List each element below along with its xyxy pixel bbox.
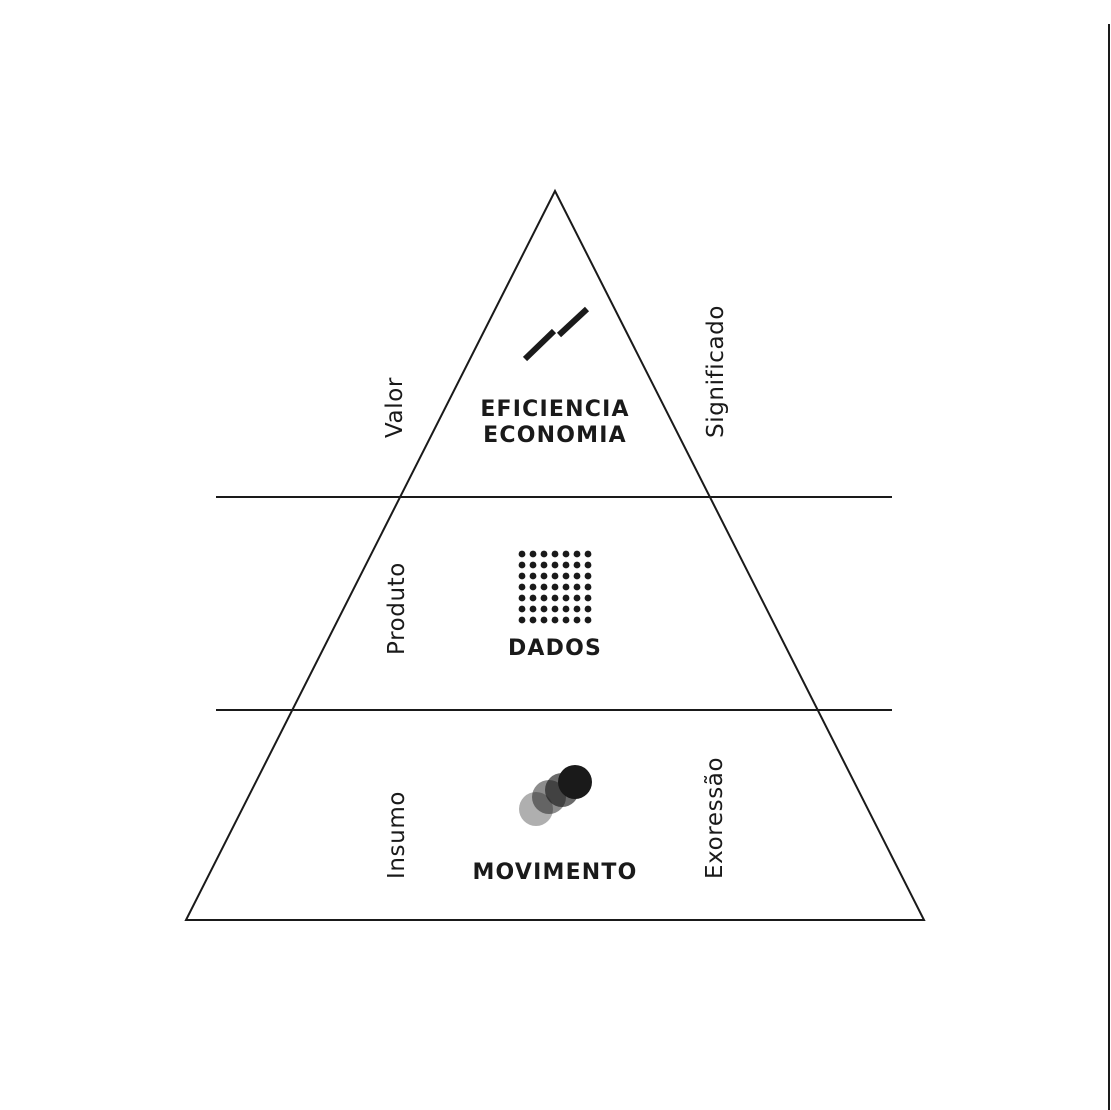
- dot-grid-dot: [518, 550, 526, 558]
- dot-grid-dot: [540, 594, 548, 602]
- dot-grid-dot: [584, 594, 592, 602]
- dot-grid-dot: [551, 572, 559, 580]
- tier-bottom-right-label: Exoressão: [702, 757, 728, 879]
- dot-grid-dot: [562, 572, 570, 580]
- dot-grid-dot: [573, 561, 581, 569]
- dot-grid-dot: [540, 572, 548, 580]
- rising-steps-icon: [522, 306, 590, 362]
- dot-grid-dot: [551, 561, 559, 569]
- dot-grid-dot: [518, 561, 526, 569]
- dot-grid-dot: [518, 605, 526, 613]
- dot-grid-dot: [584, 572, 592, 580]
- dot-grid-dot: [551, 605, 559, 613]
- dot-grid-dot: [562, 605, 570, 613]
- dot-grid-dot: [540, 605, 548, 613]
- dot-grid-dot: [573, 583, 581, 591]
- pyramid-outline: [184, 188, 926, 921]
- dot-grid-dot: [584, 561, 592, 569]
- dot-grid-dot: [540, 616, 548, 624]
- tier-middle: DADOS Produto: [384, 550, 602, 661]
- dot-grid-dot: [562, 583, 570, 591]
- dot-grid-dot: [529, 550, 537, 558]
- tier-top-left-label: Valor: [382, 377, 408, 438]
- dot-grid-dot: [584, 605, 592, 613]
- dot-grid-dot: [529, 594, 537, 602]
- dot-grid-icon: [518, 550, 592, 624]
- tier-middle-title: DADOS: [508, 636, 602, 661]
- dot-grid-dot: [573, 605, 581, 613]
- tier-top-right-label: Significado: [703, 305, 729, 438]
- tier-bottom: MOVIMENTO Insumo Exoressão: [384, 757, 728, 885]
- tier-bottom-left-label: Insumo: [384, 791, 410, 879]
- dot-grid-dot: [584, 550, 592, 558]
- dot-grid-dot: [551, 616, 559, 624]
- dot-grid-dot: [551, 550, 559, 558]
- dot-grid-dot: [562, 550, 570, 558]
- page-edge-rule: [1108, 24, 1110, 1110]
- dot-grid-dot: [529, 605, 537, 613]
- dot-grid-dot: [529, 616, 537, 624]
- dot-grid-dot: [562, 561, 570, 569]
- motion-circles-icon: [519, 765, 592, 826]
- dot-grid-dot: [551, 594, 559, 602]
- tier-top: EFICIENCIA ECONOMIA Valor Significado: [382, 305, 729, 448]
- dot-grid-dot: [573, 616, 581, 624]
- dot-grid-dot: [540, 583, 548, 591]
- dot-grid-dot: [584, 616, 592, 624]
- dot-grid-dot: [573, 550, 581, 558]
- dot-grid-dot: [518, 594, 526, 602]
- tier-bottom-title: MOVIMENTO: [472, 860, 637, 885]
- dot-grid-dot: [529, 583, 537, 591]
- dot-grid-dot: [562, 594, 570, 602]
- dot-grid-dot: [540, 550, 548, 558]
- tier-top-title-line1: EFICIENCIA: [480, 397, 629, 422]
- dot-grid-dot: [573, 594, 581, 602]
- dot-grid-dot: [573, 572, 581, 580]
- dot-grid-dot: [540, 561, 548, 569]
- dot-grid-dot: [584, 583, 592, 591]
- dot-grid-dot: [518, 583, 526, 591]
- dot-grid-dot: [562, 616, 570, 624]
- dot-grid-dot: [518, 572, 526, 580]
- tier-middle-left-label: Produto: [384, 562, 410, 655]
- dot-grid-dot: [551, 583, 559, 591]
- tier-top-title-line2: ECONOMIA: [483, 423, 627, 448]
- dot-grid-dot: [529, 572, 537, 580]
- dot-grid-dot: [529, 561, 537, 569]
- dot-grid-dot: [518, 616, 526, 624]
